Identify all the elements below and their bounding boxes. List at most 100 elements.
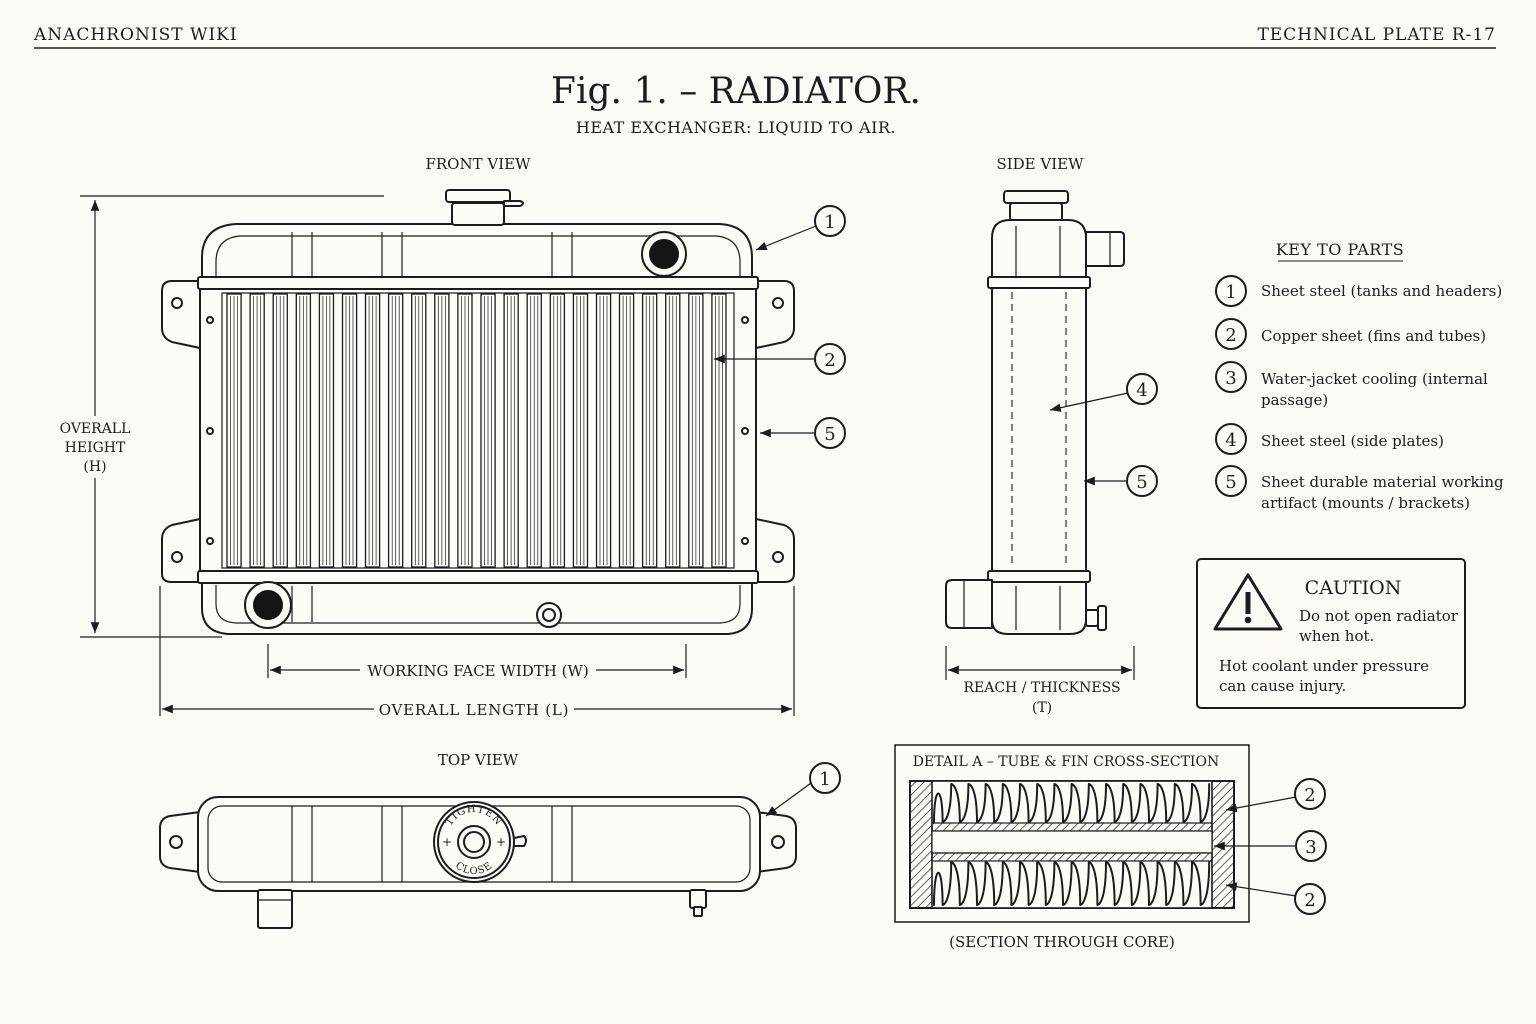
figure-title: Fig. 1. – RADIATOR. [551,71,921,112]
figure-subtitle: HEAT EXCHANGER: LIQUID TO AIR. [576,118,896,137]
svg-text:5: 5 [824,424,835,445]
svg-text:Sheet steel (tanks and headers: Sheet steel (tanks and headers) [1261,282,1502,300]
svg-text:5: 5 [1136,472,1147,493]
key-to-parts: KEY TO PARTS 1 Sheet steel (tanks and he… [1215,240,1504,512]
front-callouts: 1 2 5 [714,205,846,449]
upper-header-band [197,276,759,290]
bracket-hole [171,551,183,563]
bottom-tank [201,582,753,635]
plate-header: ANACHRONIST WIKI TECHNICAL PLATE R-17 [33,25,1496,49]
callout-1 [814,205,846,237]
key-item-3: 3 Water-jacket cooling (internal passage… [1215,361,1488,409]
side-callout-4 [1126,373,1158,405]
svg-text:4: 4 [1136,380,1147,401]
svg-text:5: 5 [1225,472,1236,493]
working-width-label: WORKING FACE WIDTH (W) [367,662,589,680]
detail-callout-2-upper [1294,778,1326,810]
site-name: ANACHRONIST WIKI [33,25,238,45]
plate-number: TECHNICAL PLATE R-17 [1257,25,1496,45]
caution-line-2: when hot. [1299,627,1374,645]
outlet-opening [253,590,283,620]
key-item-2: 2 Copper sheet (fins and tubes) [1215,318,1486,350]
side-upper-band [987,276,1091,289]
filler-cap-plan [433,801,515,883]
svg-text:+: + [442,835,452,849]
fin-wave-lower [933,861,1211,906]
caution-line-3: Hot coolant under pressure [1219,657,1429,675]
key-item-4: 4 Sheet steel (side plates) [1215,423,1444,455]
side-top-tank [991,219,1087,279]
svg-text:4: 4 [1225,430,1236,451]
side-bottom-tank [991,581,1087,635]
tube-wall-upper [931,822,1213,832]
detail-caption: (SECTION THROUGH CORE) [949,933,1175,951]
height-label-2: HEIGHT [65,440,126,456]
caution-line-1: Do not open radiator [1299,607,1459,625]
key-item-5: 5 Sheet durable material working artifac… [1215,465,1504,512]
svg-text:2: 2 [1225,325,1236,346]
filler-neck [451,202,505,226]
top-bracket-right [755,811,797,873]
bracket-lower-right [755,518,795,583]
side-filler-neck [1009,202,1063,222]
svg-text:Water-jacket cooling (internal: Water-jacket cooling (internal [1261,370,1488,388]
key-item-1: 1 Sheet steel (tanks and headers) [1215,275,1502,307]
thickness-label-1: REACH / THICKNESS [963,680,1120,696]
svg-text:1: 1 [1225,282,1236,303]
lower-header-band [197,570,759,584]
fin-wave-upper [933,783,1211,823]
side-drain-plug [1085,609,1099,627]
svg-text:3: 3 [1305,837,1316,858]
caution-line-4: can cause injury. [1219,677,1346,695]
top-view-drawing: TIGHTEN CLOSE + + 1 [159,762,841,929]
svg-text:2: 2 [824,350,835,371]
bracket-lower-left [161,518,201,583]
side-view-drawing: REACH / THICKNESS (T) 4 5 [945,190,1158,716]
side-callout-5 [1126,465,1158,497]
svg-text:artifact (mounts / brackets): artifact (mounts / brackets) [1261,494,1470,512]
detail-a: DETAIL A – TUBE & FIN CROSS-SECTION 2 3 … [894,744,1327,951]
caution-title: CAUTION [1305,577,1402,599]
front-view-label: FRONT VIEW [425,155,531,173]
top-view-label: TOP VIEW [438,751,519,769]
side-lower-band [987,570,1091,583]
warning-triangle-icon [1213,573,1283,631]
thickness-label-2: (T) [1032,700,1052,716]
front-view-drawing [161,189,795,635]
radiator-cap [445,189,511,203]
top-callout-1 [809,762,841,794]
detail-callout-3 [1295,830,1327,862]
svg-text:1: 1 [824,212,835,233]
top-outlet-pipe [257,889,293,929]
height-label-1: OVERALL [60,421,131,437]
front-dimensions: OVERALL HEIGHT (H) WORKING FACE WIDTH (W… [52,195,795,719]
key-title: KEY TO PARTS [1276,240,1404,259]
side-core [991,287,1087,573]
caution-box: CAUTION Do not open radiator when hot. H… [1196,558,1466,709]
svg-text:passage): passage) [1261,391,1328,409]
bracket-upper-left [161,280,201,349]
svg-text:Sheet steel (side plates): Sheet steel (side plates) [1261,432,1444,450]
top-bracket-left [159,811,201,873]
callout-2 [814,343,846,375]
top-drain-plug [689,889,707,909]
overflow-pipe [503,200,524,207]
detail-title: DETAIL A – TUBE & FIN CROSS-SECTION [913,754,1219,770]
svg-text:1: 1 [819,769,830,790]
bracket-hole [772,297,784,309]
side-view-label: SIDE VIEW [996,155,1084,173]
side-radiator-cap [1003,190,1069,204]
bracket-hole [772,551,784,563]
side-inlet-pipe [1085,231,1125,267]
height-label-3: (H) [83,459,106,475]
detail-callout-2-lower [1294,883,1326,915]
coolant-passage [931,830,1213,854]
bracket-upper-right [755,280,795,349]
svg-text:CLOSE: CLOSE [453,860,495,877]
svg-text:Copper sheet (fins and tubes): Copper sheet (fins and tubes) [1261,327,1486,345]
callout-5 [814,417,846,449]
fin-array [226,293,727,568]
side-outlet-pipe [945,579,993,629]
radiator-core [199,288,757,573]
